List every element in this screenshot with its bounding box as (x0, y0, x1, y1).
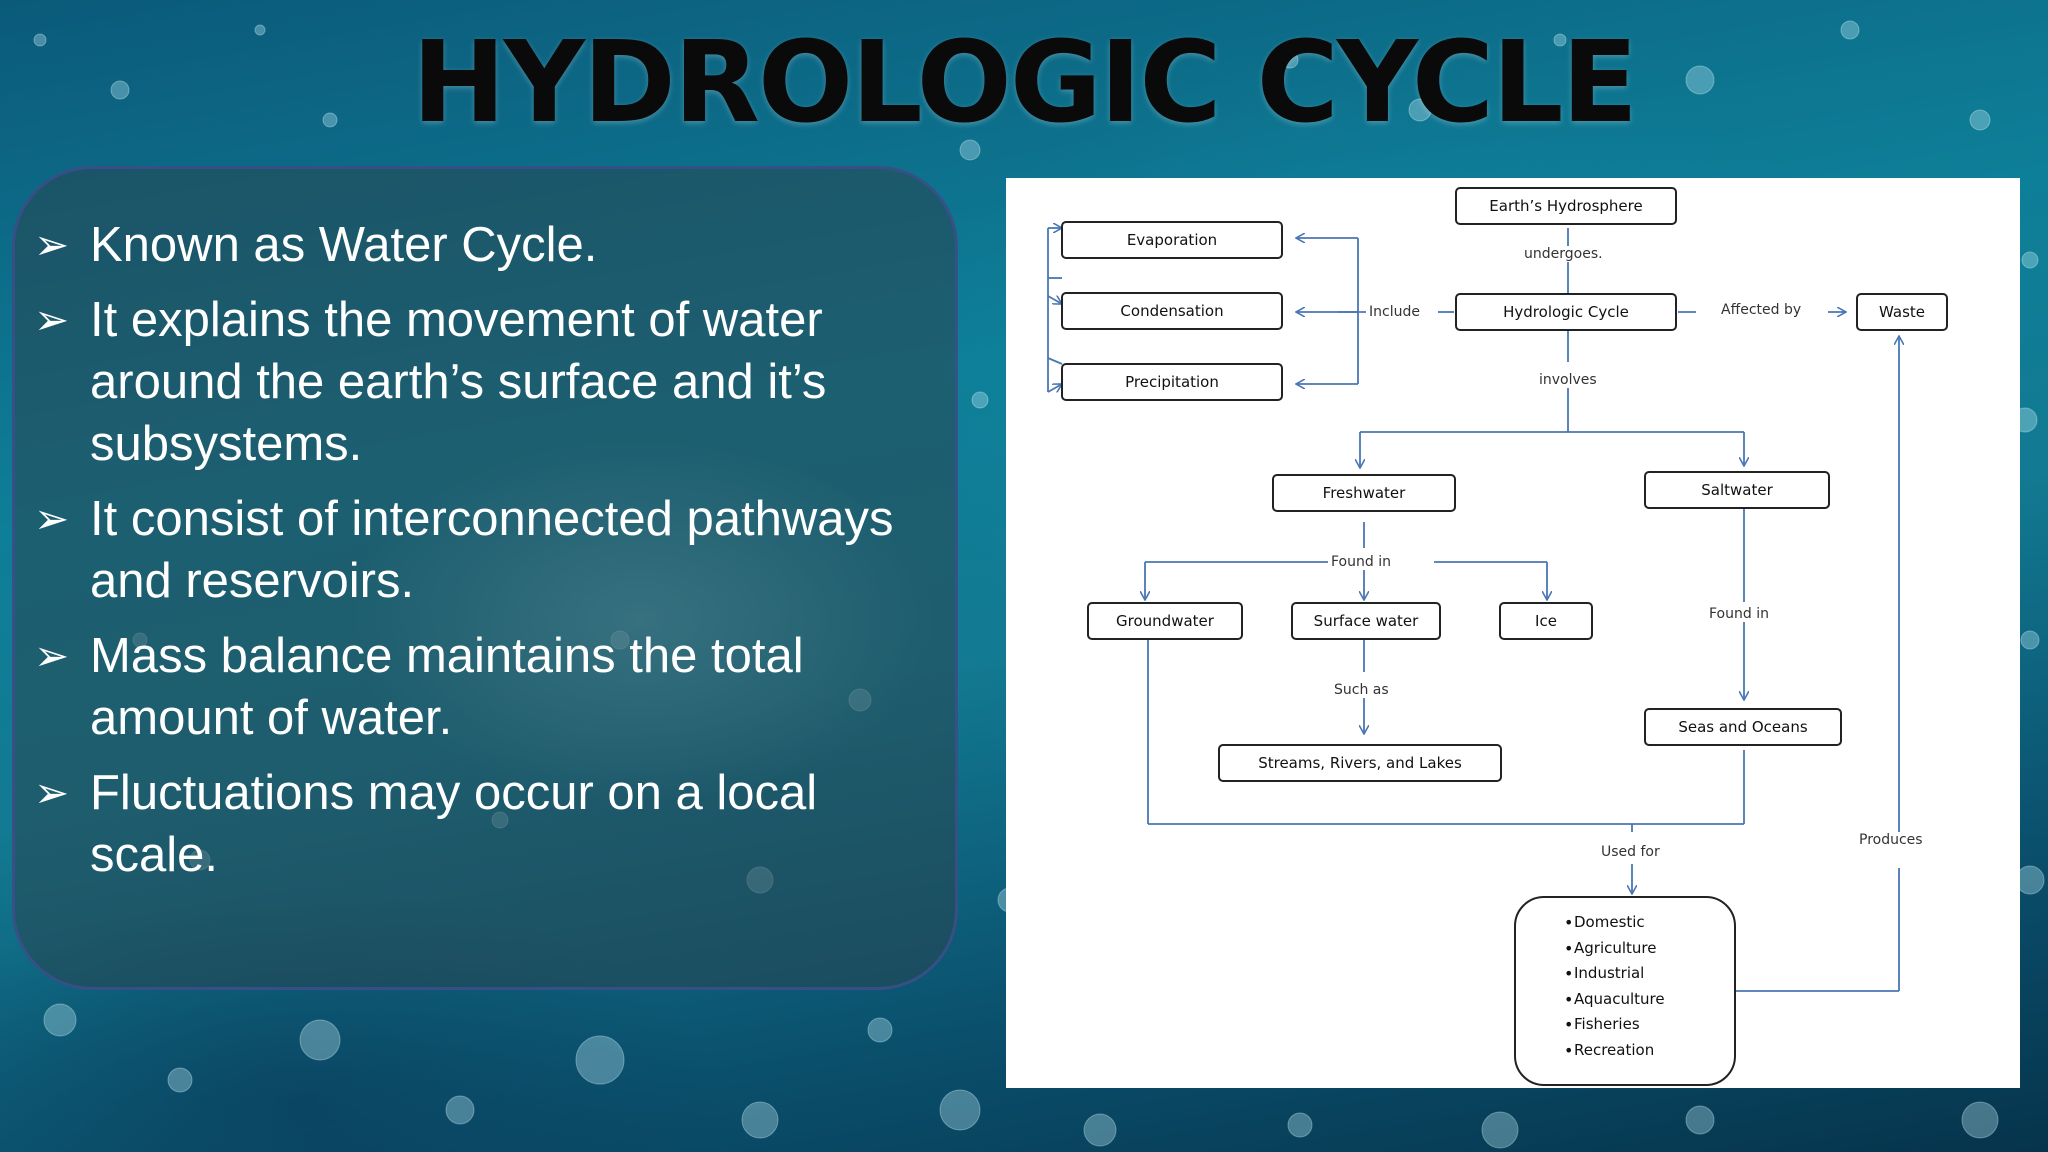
label-undergoes: undergoes. (1521, 246, 1606, 262)
node-evaporation: Evaporation (1061, 221, 1283, 259)
bullet-item: ➢ It explains the movement of water aroun… (30, 289, 950, 475)
bullet-text: Known as Water Cycle. (90, 218, 598, 272)
uses-item: Fisheries (1516, 1012, 1734, 1038)
uses-box: Domestic Agriculture Industrial Aquacult… (1514, 896, 1736, 1086)
bullet-item: ➢ It consist of interconnected pathways a… (30, 488, 950, 612)
arrow-bullet-icon: ➢ (34, 495, 70, 542)
node-surface-water: Surface water (1291, 602, 1441, 640)
uses-item: Recreation (1516, 1038, 1734, 1064)
node-groundwater: Groundwater (1087, 602, 1243, 640)
node-streams-rivers-lakes: Streams, Rivers, and Lakes (1218, 744, 1502, 782)
bullet-list: ➢ Known as Water Cycle. ➢ It explains the … (30, 214, 950, 899)
arrow-bullet-icon: ➢ (34, 296, 70, 343)
label-produces: Produces (1856, 832, 1926, 848)
node-hydrologic-cycle: Hydrologic Cycle (1455, 293, 1677, 331)
label-found-in-freshwater: Found in (1328, 554, 1394, 570)
node-waste: Waste (1856, 293, 1948, 331)
node-saltwater: Saltwater (1644, 471, 1830, 509)
bullet-item: ➢ Known as Water Cycle. (30, 214, 950, 276)
node-ice: Ice (1499, 602, 1593, 640)
bullet-text: It explains the movement of water around… (90, 293, 827, 471)
node-earths-hydrosphere: Earth’s Hydrosphere (1455, 187, 1677, 225)
label-involves: involves (1536, 372, 1600, 388)
bullet-text: Mass balance maintains the total amount … (90, 629, 804, 745)
node-seas-and-oceans: Seas and Oceans (1644, 708, 1842, 746)
bullet-panel (12, 166, 958, 990)
diagram-connectors (1047, 178, 2020, 992)
arrow-bullet-icon: ➢ (34, 769, 70, 816)
node-precipitation: Precipitation (1061, 363, 1283, 401)
node-condensation: Condensation (1061, 292, 1283, 330)
label-found-in-saltwater: Found in (1706, 606, 1772, 622)
bullet-text: Fluctuations may occur on a local scale. (90, 766, 818, 882)
uses-list: Domestic Agriculture Industrial Aquacult… (1516, 898, 1734, 1064)
uses-item: Aquaculture (1516, 987, 1734, 1013)
arrow-bullet-icon: ➢ (34, 632, 70, 679)
hydrologic-cycle-diagram: Earth’s Hydrosphere Hydrologic Cycle Eva… (1006, 178, 2020, 1088)
bullet-item: ➢ Fluctuations may occur on a local scale… (30, 762, 950, 886)
bullet-text: It consist of interconnected pathways an… (90, 492, 894, 608)
uses-item: Industrial (1516, 961, 1734, 987)
uses-item: Agriculture (1516, 936, 1734, 962)
bullet-item: ➢ Mass balance maintains the total amount… (30, 625, 950, 749)
arrow-bullet-icon: ➢ (34, 221, 70, 268)
node-freshwater: Freshwater (1272, 474, 1456, 512)
label-used-for: Used for (1598, 844, 1663, 860)
label-include: Include (1366, 304, 1423, 320)
slide-title: HYDROLOGIC CYCLE (411, 18, 1638, 148)
uses-item: Domestic (1516, 910, 1734, 936)
label-such-as: Such as (1331, 682, 1392, 698)
label-affected-by: Affected by (1718, 302, 1805, 318)
